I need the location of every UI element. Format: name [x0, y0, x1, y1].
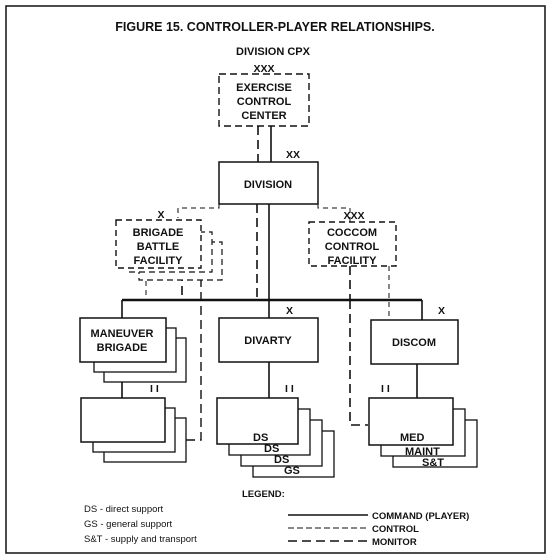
box-division — [218, 161, 319, 205]
legend-abbrev-st: S&T - supply and transport — [84, 534, 197, 545]
legend-heading: LEGEND: — [242, 489, 285, 500]
legend-label-command: COMMAND (PLAYER) — [372, 511, 469, 522]
rank-coccom: XXX — [343, 210, 364, 222]
node-division: XX DIVISION — [218, 149, 319, 205]
legend-label-control: CONTROL — [372, 524, 419, 535]
rank-discom-bn: I I — [381, 383, 390, 395]
label-divarty-gs: GS — [284, 465, 300, 477]
box-divarty-bn-1 — [216, 397, 299, 445]
box-ecc — [218, 73, 310, 127]
label-ecc-line-3: CENTER — [241, 110, 286, 122]
label-coccom-line-3: FACILITY — [328, 255, 378, 267]
box-coccom — [308, 221, 397, 267]
label-divarty-ds-1: DS — [253, 432, 268, 444]
label-coccom-line-2: CONTROL — [325, 241, 380, 253]
node-coccom-control-facility: XXX COCCOM CONTROL FACILITY — [308, 210, 397, 267]
figure-title: FIGURE 15. CONTROLLER-PLAYER RELATIONSHI… — [115, 20, 434, 34]
node-discom-battalions: MED MAINT S&T — [368, 397, 478, 469]
rank-divarty-bn: I I — [285, 383, 294, 395]
label-maneuver-line-2: BRIGADE — [97, 342, 148, 354]
control-line-division-coccom — [317, 204, 351, 222]
label-bbf-line-2: BATTLE — [137, 241, 180, 253]
monitor-line-coccom-support — [349, 300, 368, 426]
figure-frame — [5, 5, 546, 554]
node-exercise-control-center: XXX EXERCISE CONTROL CENTER — [218, 63, 310, 127]
label-ecc-line-2: CONTROL — [237, 96, 292, 108]
rank-discom: X — [438, 305, 445, 317]
rank-division: XX — [286, 149, 300, 161]
label-discom: DISCOM — [392, 337, 436, 349]
rank-bbf: X — [157, 209, 164, 221]
legend: LEGEND: DS - direct support GS - general… — [84, 489, 469, 548]
label-divarty: DIVARTY — [244, 335, 292, 347]
box-discom — [370, 319, 459, 365]
box-divarty — [218, 317, 319, 363]
label-discom-maint: MAINT — [405, 446, 440, 458]
label-maneuver-line-1: MANEUVER — [91, 328, 154, 340]
node-discom: X DISCOM — [370, 305, 459, 365]
node-maneuver-brigade: MANEUVER BRIGADE — [79, 317, 187, 383]
control-line-division-bbf — [177, 204, 220, 218]
node-maneuver-battalions — [80, 397, 187, 463]
box-maneuver-bn — [80, 397, 166, 443]
label-divarty-ds-3: DS — [274, 454, 289, 466]
legend-abbrev-gs: GS - general support — [84, 519, 173, 530]
legend-label-monitor: MONITOR — [372, 537, 417, 548]
box-discom-bn-1 — [368, 397, 454, 446]
node-brigade-battle-facility: X BRIGADE BATTLE FACILITY — [115, 209, 223, 281]
label-discom-st: S&T — [422, 457, 444, 469]
figure-subtitle: DIVISION CPX — [236, 46, 311, 58]
label-discom-med: MED — [400, 432, 425, 444]
rank-ecc: XXX — [253, 63, 274, 75]
box-maneuver — [79, 317, 167, 363]
monitor-line-bbf-maneuver — [185, 278, 202, 441]
label-divarty-ds-2: DS — [264, 443, 279, 455]
box-bbf — [115, 219, 202, 269]
label-bbf-line-1: BRIGADE — [133, 227, 184, 239]
rank-maneuver-bn: I I — [150, 383, 159, 395]
label-coccom-line-1: COCCOM — [327, 227, 377, 239]
legend-abbrev-ds: DS - direct support — [84, 504, 164, 515]
rank-divarty: X — [286, 305, 293, 317]
label-division: DIVISION — [244, 179, 292, 191]
label-ecc-line-1: EXERCISE — [236, 82, 292, 94]
node-divarty: X DIVARTY — [218, 305, 319, 363]
label-bbf-line-3: FACILITY — [134, 255, 184, 267]
node-divarty-battalions: DS DS DS GS — [216, 397, 335, 478]
